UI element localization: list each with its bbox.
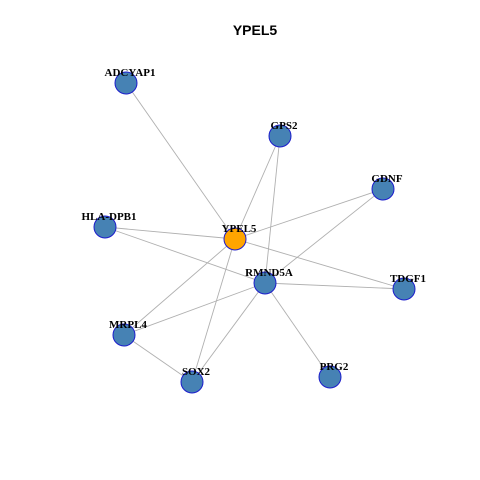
node-ypel5: YPEL5 <box>222 223 257 251</box>
node-sox2: SOX2 <box>180 366 211 394</box>
edge-rmnd5a-sox2 <box>191 282 266 383</box>
node-circle <box>93 215 117 239</box>
node-label: SOX2 <box>182 366 211 378</box>
diagram-title: YPEL5 <box>233 22 278 38</box>
edge-rmnd5a-tdgf1 <box>264 282 405 290</box>
edge-gdnf-ypel5 <box>234 188 384 240</box>
node-label: RMND5A <box>245 267 293 279</box>
edge-mrpl4-sox2 <box>123 334 193 383</box>
node-label: YPEL5 <box>222 223 257 235</box>
node-label: HLA-DPB1 <box>82 211 137 223</box>
edge-adcyap1-ypel5 <box>125 82 236 240</box>
edge-ypel5-sox2 <box>191 238 236 383</box>
edge-gps2-ypel5 <box>234 135 281 240</box>
edge-layer <box>104 82 405 383</box>
edge-gps2-rmnd5a <box>264 135 281 284</box>
node-circle <box>268 124 292 148</box>
node-circle <box>318 365 342 389</box>
node-circle <box>112 323 136 347</box>
node-rmnd5a: RMND5A <box>245 267 293 295</box>
node-circle <box>223 227 247 251</box>
node-circle <box>253 271 277 295</box>
node-label: TDGF1 <box>390 273 426 285</box>
node-label: ADCYAP1 <box>105 67 156 79</box>
edge-ypel5-mrpl4 <box>123 238 236 336</box>
edge-hla-dpb1-rmnd5a <box>104 226 266 284</box>
node-mrpl4: MRPL4 <box>109 319 147 347</box>
node-circle <box>392 277 416 301</box>
edge-hla-dpb1-ypel5 <box>104 226 236 240</box>
node-label: GPS2 <box>271 120 298 132</box>
node-label: PRG2 <box>320 361 349 373</box>
edge-ypel5-tdgf1 <box>234 238 405 290</box>
node-circle <box>371 177 395 201</box>
node-circle <box>114 71 138 95</box>
node-tdgf1: TDGF1 <box>390 273 426 301</box>
node-circle <box>180 370 204 394</box>
node-label: MRPL4 <box>109 319 147 331</box>
edge-gdnf-rmnd5a <box>264 188 384 284</box>
edge-rmnd5a-prg2 <box>264 282 331 378</box>
node-label: GDNF <box>371 173 402 185</box>
node-hla-dpb1: HLA-DPB1 <box>82 211 137 239</box>
node-prg2: PRG2 <box>318 361 349 389</box>
node-adcyap1: ADCYAP1 <box>105 67 156 95</box>
node-gdnf: GDNF <box>371 173 403 201</box>
node-gps2: GPS2 <box>268 120 298 148</box>
edge-rmnd5a-mrpl4 <box>123 282 266 336</box>
